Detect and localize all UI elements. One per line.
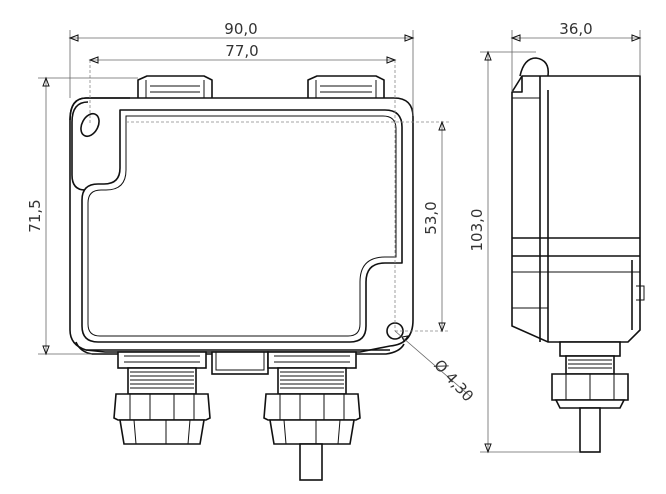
mounting-hole-top-left: [80, 112, 100, 138]
dim-body-height: 71,5: [26, 199, 44, 232]
center-connector: [211, 351, 269, 375]
side-view: 36,0 103,0: [468, 20, 645, 454]
cable-gland-right: [263, 351, 361, 481]
side-body-outline: [511, 75, 641, 343]
housing-outline: [69, 97, 414, 353]
cable-stub-front: [299, 443, 323, 481]
front-view: 90,0 77,0 71,5 53,0 Ø 4,30: [26, 20, 477, 481]
inner-panel-outer: [81, 109, 403, 343]
inner-panel-inner: [87, 115, 397, 337]
side-latch: [519, 57, 550, 77]
dim-overall-width: 90,0: [224, 20, 257, 38]
top-latch-right: [307, 75, 385, 100]
dim-hole-diameter: Ø 4,30: [430, 356, 477, 405]
dim-depth: 36,0: [559, 20, 592, 38]
dim-total-height: 103,0: [468, 209, 486, 252]
dim-hole-spacing: 77,0: [225, 42, 258, 60]
dim-inner-height: 53,0: [422, 201, 440, 234]
side-cable-gland: [551, 341, 629, 453]
top-latch-left: [137, 75, 213, 100]
cable-stub-side: [579, 407, 601, 453]
cable-gland-left: [113, 351, 211, 445]
